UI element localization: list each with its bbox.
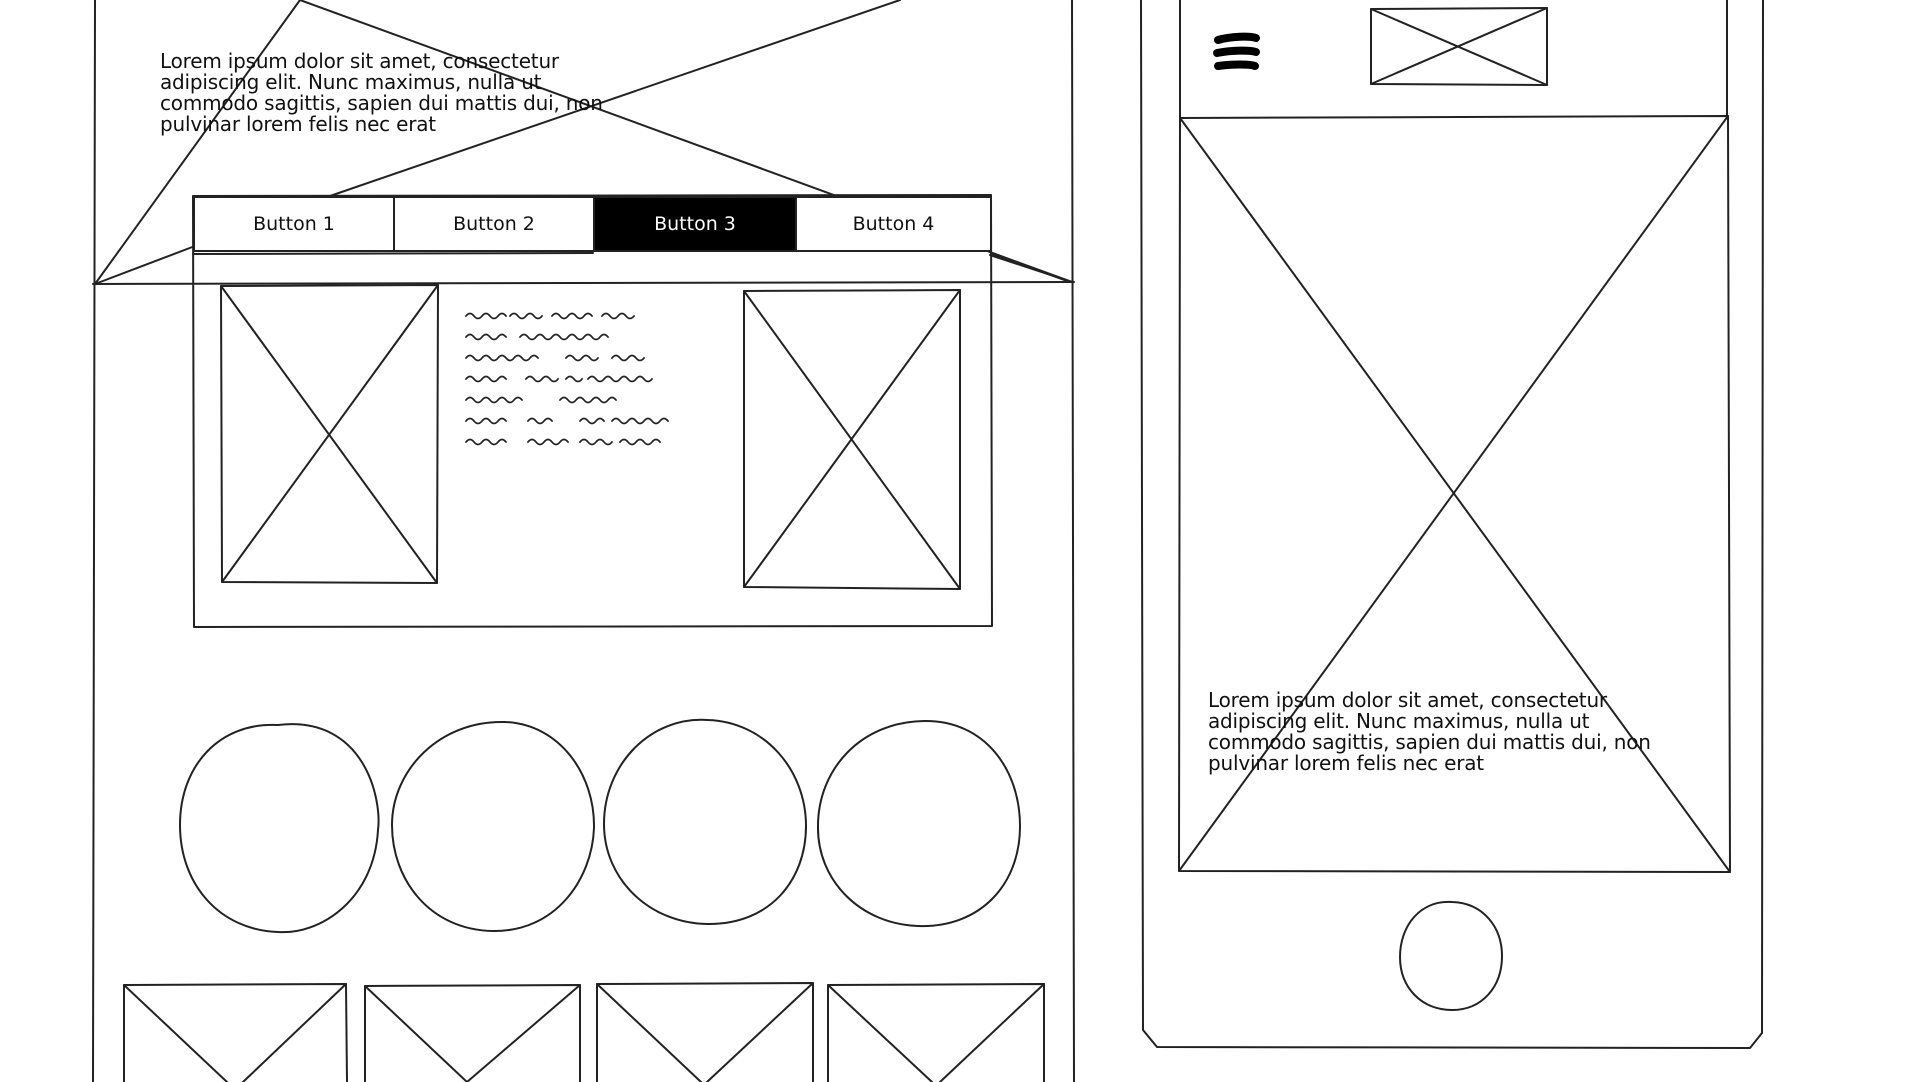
circle-2	[391, 720, 596, 933]
hamburger-menu-icon[interactable]	[1213, 32, 1260, 70]
mobile-logo-placeholder	[1370, 7, 1548, 86]
circle-1	[179, 723, 380, 934]
tab-button-3[interactable]: Button 3	[593, 196, 797, 252]
hero-description-text: Lorem ipsum dolor sit amet, consectetur …	[160, 49, 603, 136]
mobile-main-image-placeholder	[1178, 115, 1731, 873]
circle-4	[816, 719, 1021, 928]
tab-button-4[interactable]: Button 4	[795, 196, 992, 252]
panel-image-left	[220, 284, 439, 584]
thumbnail-row	[123, 982, 1045, 1082]
mobile-frame	[1140, 0, 1764, 1049]
tab-button-1[interactable]: Button 1	[193, 196, 395, 252]
desktop-frame	[92, 0, 1075, 1082]
circle-3	[603, 718, 807, 926]
mobile-description-text: Lorem ipsum dolor sit amet, consectetur …	[1208, 688, 1651, 775]
panel-image-right	[743, 289, 961, 590]
circle-row	[179, 718, 1021, 934]
tab-button-2[interactable]: Button 2	[393, 196, 595, 252]
home-button[interactable]	[1399, 900, 1503, 1011]
tab-panel-container	[192, 194, 1071, 628]
squiggle-text-placeholder	[465, 312, 669, 446]
